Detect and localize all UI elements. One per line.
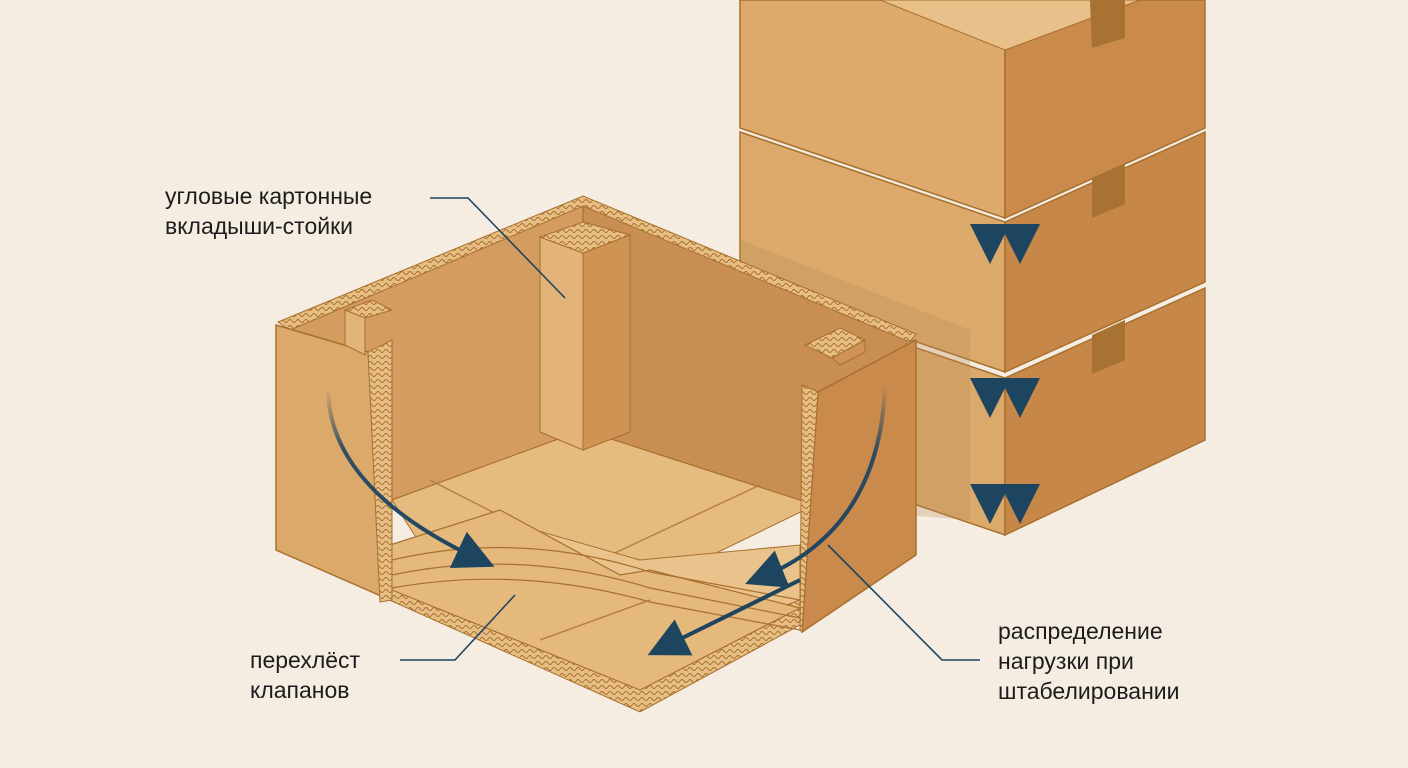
label-flap-overlap-line1: перехлёст	[250, 647, 361, 673]
corner-post-back	[538, 221, 632, 451]
right-front-wall	[799, 338, 917, 634]
label-corner-posts-line1: угловые картонные	[165, 183, 373, 209]
label-stack-load-line3: штабелировании	[998, 678, 1180, 704]
open-box	[275, 195, 917, 713]
label-flap-overlap: перехлёст клапанов	[250, 645, 360, 705]
stack-box-top	[739, 0, 1206, 220]
corner-post-left	[343, 299, 394, 356]
label-flap-overlap-line2: клапанов	[250, 677, 350, 703]
leader-lines	[400, 197, 980, 661]
flow-arrow-bottom	[647, 578, 801, 656]
tape-top	[1090, 0, 1125, 48]
corner-post-right	[803, 327, 867, 366]
tape-middle	[1092, 164, 1125, 218]
stack-box-middle	[739, 130, 1206, 374]
leader-flap-overlap	[400, 594, 516, 661]
leader-stack-load	[827, 544, 980, 661]
label-stack-load-line1: распределение	[998, 618, 1163, 644]
label-stack-load-line2: нагрузки при	[998, 648, 1134, 674]
left-front-wall	[275, 323, 393, 603]
label-corner-posts: угловые картонные вкладыши-стойки	[165, 181, 372, 241]
flow-arrows	[326, 384, 887, 656]
flow-arrow-left	[326, 389, 495, 568]
label-stack-load: распределение нагрузки при штабелировани…	[998, 616, 1179, 706]
label-corner-posts-line2: вкладыши-стойки	[165, 213, 353, 239]
tape-bottom	[1092, 320, 1125, 374]
leader-corner-posts	[430, 197, 566, 299]
load-arrows	[970, 85, 1040, 524]
flow-arrow-right	[745, 384, 887, 588]
